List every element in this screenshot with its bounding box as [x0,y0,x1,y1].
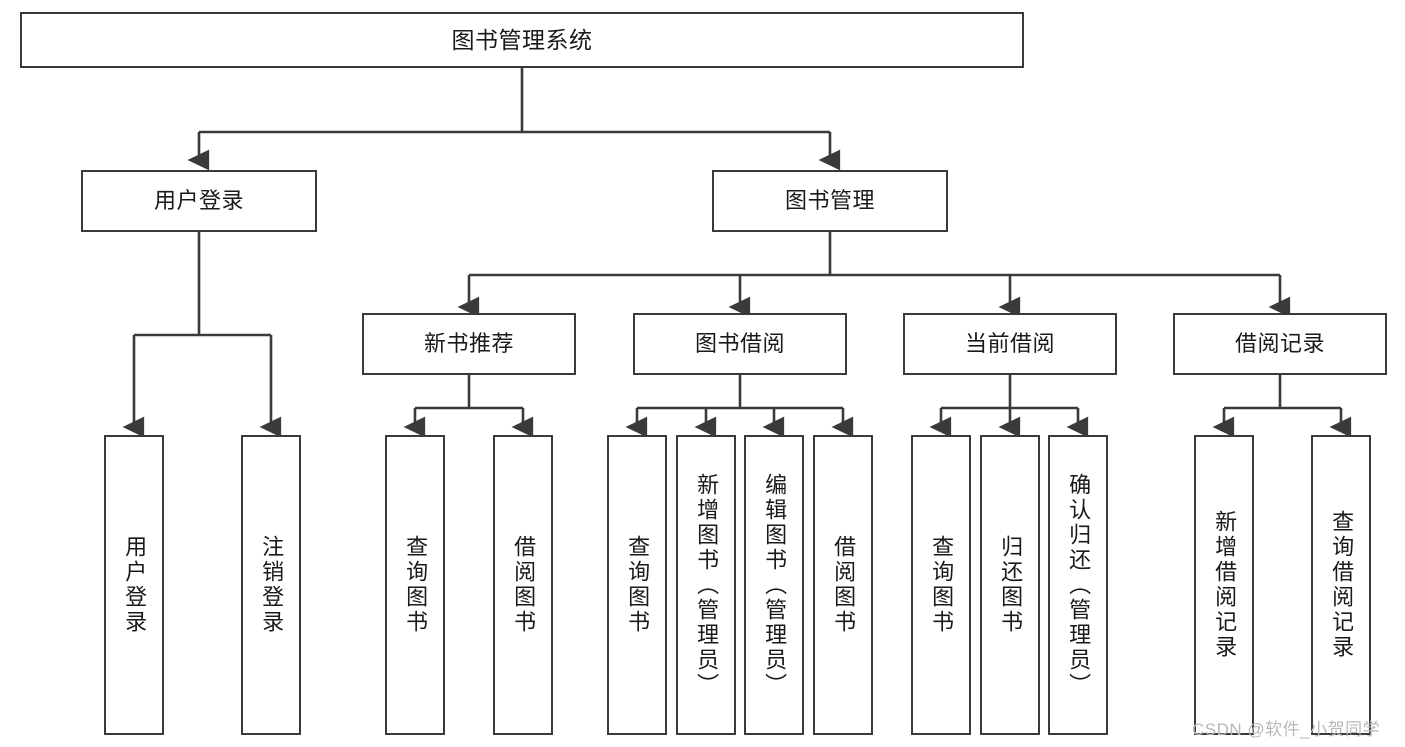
node-book-management-label: 图书管理 [784,188,875,214]
node-leaf-return-book-label: 归还图书 [998,535,1024,635]
node-leaf-borrow-book-newbook[interactable]: 借阅图书 [493,435,553,735]
node-leaf-edit-book-admin-label: 编辑图书（管理员） [762,472,788,698]
node-leaf-logout[interactable]: 注销登录 [241,435,301,735]
node-root-book-management-system[interactable]: 图书管理系统 [20,12,1024,68]
node-new-book-recommendation[interactable]: 新书推荐 [362,313,576,375]
node-book-borrowing[interactable]: 图书借阅 [633,313,847,375]
node-leaf-edit-book-admin[interactable]: 编辑图书（管理员） [744,435,804,735]
node-leaf-query-borrow-record-label: 查询借阅记录 [1329,510,1355,660]
node-leaf-add-book-admin-label: 新增图书（管理员） [694,472,720,698]
node-leaf-query-book-borrow[interactable]: 查询图书 [607,435,667,735]
node-root-label: 图书管理系统 [451,26,593,53]
node-borrowing-record[interactable]: 借阅记录 [1173,313,1387,375]
node-borrowing-record-label: 借阅记录 [1234,331,1325,357]
node-leaf-borrow-book-label: 借阅图书 [831,535,857,635]
node-leaf-confirm-return-admin[interactable]: 确认归还（管理员） [1048,435,1108,735]
node-user-login-label: 用户登录 [153,188,244,214]
node-new-book-recommendation-label: 新书推荐 [423,331,514,357]
node-leaf-add-book-admin[interactable]: 新增图书（管理员） [676,435,736,735]
node-leaf-user-login[interactable]: 用户登录 [104,435,164,735]
node-book-management[interactable]: 图书管理 [712,170,948,232]
node-book-borrowing-label: 图书借阅 [694,331,785,357]
node-current-borrowing[interactable]: 当前借阅 [903,313,1117,375]
node-leaf-add-borrow-record[interactable]: 新增借阅记录 [1194,435,1254,735]
node-leaf-logout-label: 注销登录 [259,535,285,635]
node-leaf-query-book-newbook[interactable]: 查询图书 [385,435,445,735]
node-leaf-user-login-label: 用户登录 [122,535,148,635]
node-leaf-query-book-newbook-label: 查询图书 [403,535,429,635]
node-leaf-confirm-return-admin-label: 确认归还（管理员） [1066,472,1092,698]
node-leaf-borrow-book[interactable]: 借阅图书 [813,435,873,735]
node-leaf-return-book[interactable]: 归还图书 [980,435,1040,735]
csdn-watermark: CSDN @软件_小贺同学 [1192,720,1381,739]
node-leaf-query-book-current-label: 查询图书 [929,535,955,635]
node-leaf-query-borrow-record[interactable]: 查询借阅记录 [1311,435,1371,735]
node-leaf-query-book-current[interactable]: 查询图书 [911,435,971,735]
node-leaf-query-book-borrow-label: 查询图书 [625,535,651,635]
node-current-borrowing-label: 当前借阅 [964,331,1055,357]
node-user-login[interactable]: 用户登录 [81,170,317,232]
node-leaf-add-borrow-record-label: 新增借阅记录 [1212,510,1238,660]
node-leaf-borrow-book-newbook-label: 借阅图书 [511,535,537,635]
